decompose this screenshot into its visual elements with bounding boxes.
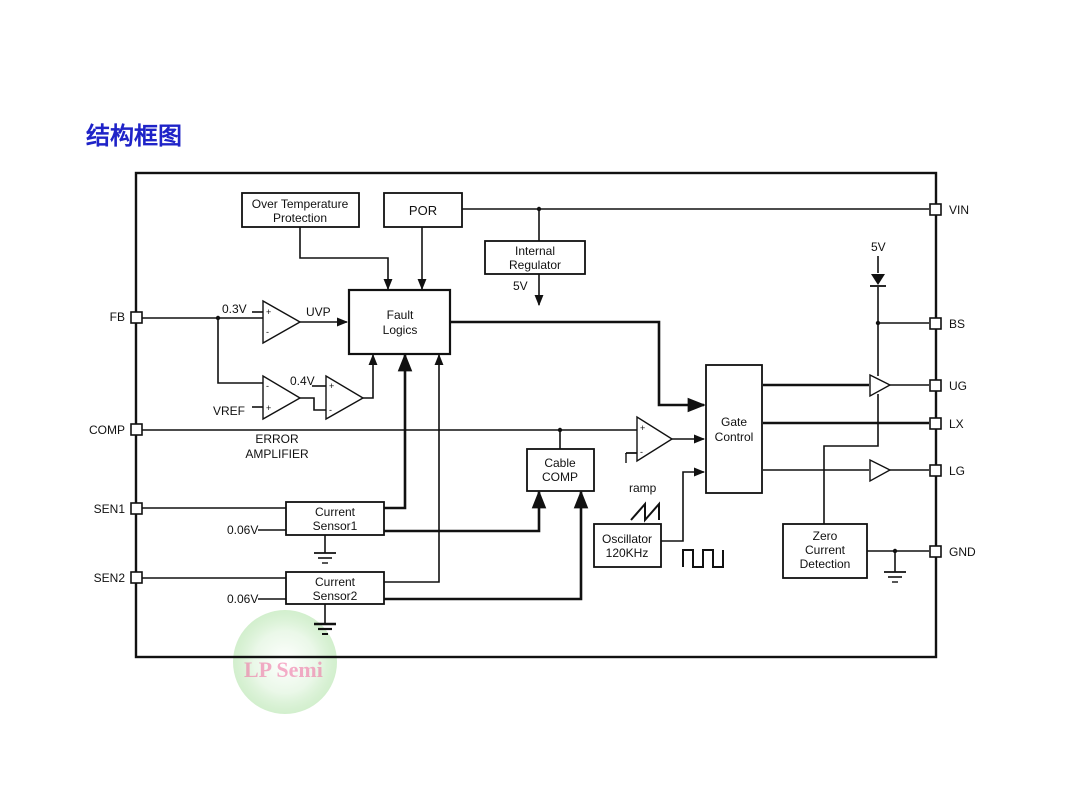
block-cable-comp: Cable COMP bbox=[526, 448, 595, 492]
block-fault-logics: Fault Logics bbox=[347, 288, 452, 356]
pin-lg: LG bbox=[949, 464, 965, 478]
otp-line1: Over Temperature bbox=[252, 197, 349, 211]
pins-right: VIN BS UG LX LG GND bbox=[929, 203, 976, 559]
regulator-line2: Regulator bbox=[509, 258, 561, 272]
block-current-sensor2: Current Sensor2 bbox=[285, 571, 385, 605]
label-error: ERROR bbox=[255, 432, 299, 446]
osc-line1: Oscillator bbox=[602, 532, 652, 546]
ground-icon-gnd bbox=[884, 571, 906, 583]
pin-sen1: SEN1 bbox=[94, 502, 126, 516]
watermark-text: LP Semi bbox=[244, 657, 323, 682]
label-amplifier: AMPLIFIER bbox=[245, 447, 309, 461]
sensor1-line1: Current bbox=[315, 505, 356, 519]
zcd-line3: Detection bbox=[800, 557, 851, 571]
cable-line1: Cable bbox=[544, 456, 576, 470]
watermark-logo: LP Semi bbox=[233, 610, 337, 714]
label-bs-5v: 5V bbox=[871, 240, 886, 254]
sensor1-line2: Sensor1 bbox=[313, 519, 358, 533]
label-ramp: ramp bbox=[629, 481, 657, 495]
pin-gnd: GND bbox=[949, 545, 976, 559]
block-gate-control: Gate Control bbox=[705, 364, 763, 494]
regulator-line1: Internal bbox=[515, 244, 555, 258]
pwm-comparator: + - bbox=[625, 415, 674, 463]
fault-line2: Logics bbox=[383, 323, 418, 337]
block-internal-regulator: Internal Regulator bbox=[484, 240, 586, 275]
block-por: POR bbox=[383, 192, 463, 228]
label-regulator-5v: 5V bbox=[513, 279, 528, 293]
pin-ug: UG bbox=[949, 379, 967, 393]
ground-symbols bbox=[314, 552, 906, 635]
pwm-plus: + bbox=[640, 423, 645, 433]
pin-comp: COMP bbox=[89, 423, 125, 437]
pin-sen2: SEN2 bbox=[94, 571, 126, 585]
ea-minus: - bbox=[266, 381, 269, 391]
fault-line1: Fault bbox=[387, 308, 414, 322]
pin-lx: LX bbox=[949, 417, 964, 431]
uvp-comparator: + - bbox=[262, 299, 302, 345]
block-zero-current-detection: Zero Current Detection bbox=[782, 523, 868, 579]
sensor2-line1: Current bbox=[315, 575, 356, 589]
block-oscillator: Oscillator 120KHz bbox=[593, 523, 662, 568]
label-vref: VREF bbox=[213, 404, 245, 418]
ramp-waveform-icon bbox=[630, 501, 660, 523]
gate-line2: Control bbox=[715, 430, 754, 444]
pin-vin: VIN bbox=[949, 203, 969, 217]
otp-line2: Protection bbox=[273, 211, 327, 225]
cable-line2: COMP bbox=[542, 470, 578, 484]
ov-comparator: + - bbox=[325, 374, 365, 421]
wires bbox=[142, 206, 929, 624]
zcd-line1: Zero bbox=[813, 529, 838, 543]
ground-icon-sensor2 bbox=[314, 622, 336, 635]
uvp-plus: + bbox=[266, 307, 271, 317]
block-otp: Over Temperature Protection bbox=[241, 192, 360, 228]
square-waveform-icon bbox=[682, 549, 724, 568]
pwm-minus: - bbox=[640, 447, 643, 457]
osc-line2: 120KHz bbox=[606, 546, 649, 560]
chip-outline bbox=[134, 171, 938, 659]
ground-icon-sensor1 bbox=[314, 552, 336, 564]
label-0-4v: 0.4V bbox=[290, 374, 315, 388]
sensor2-line2: Sensor2 bbox=[313, 589, 358, 603]
ea-plus: + bbox=[266, 403, 271, 413]
lg-driver bbox=[869, 458, 892, 483]
pin-fb: FB bbox=[110, 310, 125, 324]
pin-bs: BS bbox=[949, 317, 965, 331]
label-sen2-ref: 0.06V bbox=[227, 592, 258, 606]
error-amplifier: - + bbox=[262, 374, 302, 421]
label-uvp: UVP bbox=[306, 305, 331, 319]
block-current-sensor1: Current Sensor1 bbox=[285, 501, 385, 536]
gate-line1: Gate bbox=[721, 415, 747, 429]
label-sen1-ref: 0.06V bbox=[227, 523, 258, 537]
zcd-line2: Current bbox=[805, 543, 846, 557]
label-0-3v: 0.3V bbox=[222, 302, 247, 316]
bootstrap-diode-icon bbox=[870, 274, 886, 287]
page-title: 结构框图 bbox=[86, 122, 182, 150]
por-label: POR bbox=[409, 203, 437, 218]
pins-left: FB COMP SEN1 SEN2 bbox=[89, 310, 143, 585]
ov-minus: - bbox=[329, 405, 332, 415]
uvp-minus: - bbox=[266, 327, 269, 337]
ov-plus: + bbox=[329, 381, 334, 391]
ug-driver bbox=[869, 373, 892, 398]
